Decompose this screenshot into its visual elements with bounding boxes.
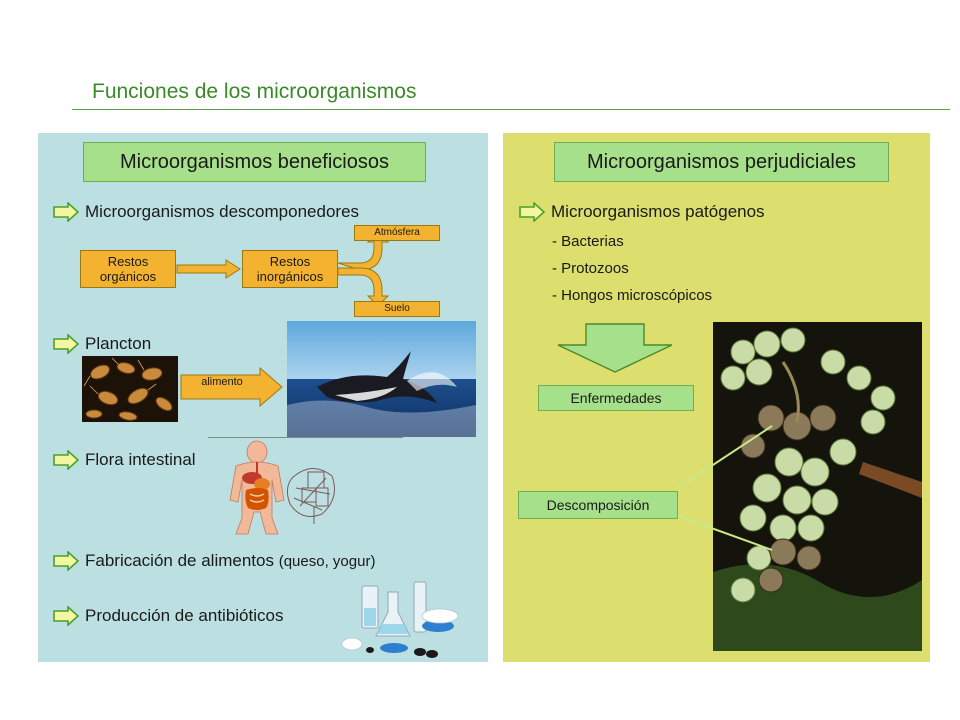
grapes-image — [713, 322, 922, 651]
item-food-production-note: (queso, yogur) — [278, 553, 376, 570]
food-arrow-icon — [180, 367, 283, 407]
pathogen-protozoa: - Protozoos — [552, 260, 629, 277]
pathogen-bacteria: - Bacterias — [552, 233, 624, 250]
box-atmosphere: Atmósfera — [354, 225, 440, 241]
slide-title: Funciones de los microorganismos — [92, 80, 417, 103]
bullet-arrow-icon — [53, 202, 79, 222]
box-soil: Suelo — [354, 301, 440, 317]
food-arrow-label: alimento — [201, 376, 243, 388]
item-pathogens: Microorganismos patógenos — [551, 202, 765, 221]
down-arrow-icon — [557, 323, 673, 373]
decomposition-box: Descomposición — [518, 491, 678, 519]
item-plankton: Plancton — [85, 334, 152, 353]
bullet-arrow-icon — [53, 334, 79, 354]
item-decomposers: Microorganismos descomponedores — [85, 202, 360, 221]
box-inorganic-remains-label: Restos inorgánicos — [256, 254, 324, 284]
bullet-arrow-icon — [53, 450, 79, 470]
digestive-system-image — [229, 440, 285, 535]
plankton-image — [82, 356, 178, 422]
split-arrow-icon — [338, 231, 390, 307]
box-inorganic-remains: Restos inorgánicos — [242, 250, 338, 288]
box-organic-remains-label: Restos orgánicos — [99, 254, 157, 284]
whale-image — [287, 321, 476, 437]
box-organic-remains: Restos orgánicos — [80, 250, 176, 288]
plankton-divider — [208, 437, 403, 438]
pathogen-fungi: - Hongos microscópicos — [552, 287, 713, 304]
item-food-production: Fabricación de alimentos (queso, yogur) — [85, 550, 375, 573]
item-intestinal-flora: Flora intestinal — [85, 450, 196, 469]
gut-detail-image — [286, 468, 335, 524]
harmful-heading: Microorganismos perjudiciales — [554, 142, 889, 182]
item-food-production-label: Fabricación de alimentos — [85, 551, 274, 570]
diseases-box: Enfermedades — [538, 385, 694, 411]
bullet-arrow-icon — [519, 202, 545, 222]
item-antibiotics: Producción de antibióticos — [85, 606, 284, 625]
beneficial-heading: Microorganismos beneficiosos — [83, 142, 426, 182]
pointer-lines — [677, 425, 773, 551]
cycle-arrow-icon — [176, 259, 241, 279]
title-rule — [72, 109, 950, 110]
bullet-arrow-icon — [53, 606, 79, 626]
bullet-arrow-icon — [53, 551, 79, 571]
lab-glassware-image — [341, 581, 459, 658]
